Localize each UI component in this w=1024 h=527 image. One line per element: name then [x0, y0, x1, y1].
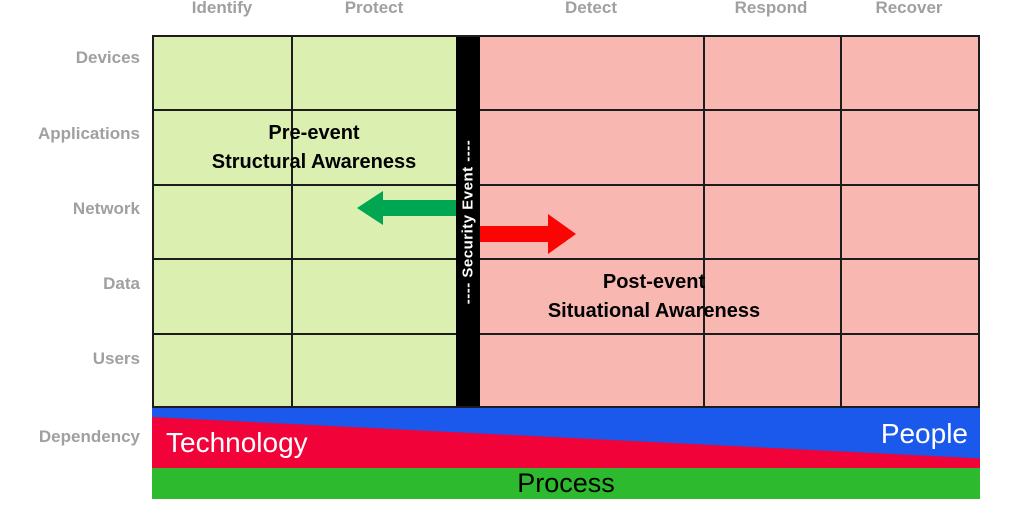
pre-event-caption-line2: Structural Awareness [211, 150, 417, 173]
column-header-detect: Detect [565, 0, 617, 17]
gridline-applications-network [154, 184, 978, 186]
pre-event-caption: Pre-event Structural Awareness [164, 111, 464, 184]
security-event-divider: ---- Security Event ---- [456, 37, 480, 406]
gridline-detect-respond [703, 37, 705, 406]
pre-event-caption-line1: Pre-event [268, 121, 360, 144]
framework-matrix-grid: Pre-event Structural Awareness Post-even… [152, 35, 980, 408]
process-label: Process [517, 468, 615, 498]
pre-event-left-arrow-icon [355, 189, 461, 229]
row-label-dependency: Dependency [38, 427, 140, 446]
gridline-data-users [154, 333, 978, 335]
row-label-users: Users [92, 349, 140, 368]
process-dependency-bar: Process [152, 468, 980, 499]
row-label-devices: Devices [75, 48, 140, 67]
security-event-divider-label: ---- Security Event ---- [459, 139, 477, 304]
post-event-caption-line1: Post-event [602, 270, 706, 293]
row-label-data: Data [103, 274, 140, 293]
dependency-band: Technology People Process [152, 408, 980, 499]
column-header-recover: Recover [875, 0, 943, 17]
gridline-network-data [154, 258, 978, 260]
row-label-network: Network [72, 199, 140, 218]
technology-label: Technology [166, 427, 308, 458]
gridline-identify-protect [291, 37, 293, 406]
post-event-caption-line2: Situational Awareness [547, 299, 761, 322]
column-header-identify: Identify [191, 0, 253, 17]
people-label: People [880, 418, 968, 449]
gridline-respond-recover [840, 37, 842, 406]
post-event-right-arrow-icon [478, 212, 578, 256]
pre-event-zone [154, 37, 467, 406]
post-event-caption: Post-event Situational Awareness [494, 260, 814, 333]
row-label-applications: Applications [37, 124, 140, 143]
column-header-protect: Protect [344, 0, 404, 17]
column-header-respond: Respond [734, 0, 808, 17]
gridline-devices-applications [154, 109, 978, 111]
